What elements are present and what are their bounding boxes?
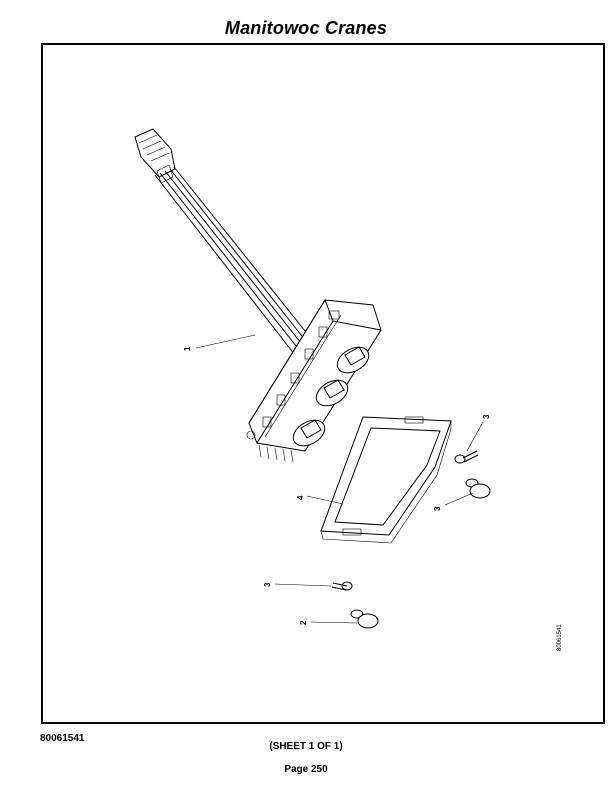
screw-upper bbox=[454, 450, 479, 464]
drawing-number: 80061541 bbox=[557, 624, 563, 651]
drawing-frame: 1 3 4 3 3 2 80061541 bbox=[41, 43, 605, 724]
control-panel-assembly bbox=[246, 299, 382, 463]
callout-3-lower: 3 bbox=[263, 582, 272, 587]
screw-lower bbox=[331, 581, 353, 591]
callout-3-top: 3 bbox=[482, 414, 491, 419]
cap-lower bbox=[350, 609, 379, 629]
harness-connector bbox=[134, 128, 176, 184]
page-title: Manitowoc Cranes bbox=[224, 18, 388, 38]
cap-upper bbox=[465, 478, 491, 499]
document-number: 80061541 bbox=[40, 733, 85, 744]
callout-3-right: 3 bbox=[433, 506, 442, 511]
callout-1: 1 bbox=[183, 346, 192, 351]
page-number: Page 250 bbox=[284, 764, 328, 775]
exploded-parts-diagram: 1 3 4 3 3 2 80061541 bbox=[134, 128, 563, 651]
control-knob bbox=[336, 346, 370, 374]
callout-4: 4 bbox=[296, 495, 305, 500]
wire-harness bbox=[154, 166, 314, 356]
bezel-frame bbox=[320, 416, 452, 544]
sheet-label: (SHEET 1 OF 1) bbox=[269, 741, 343, 752]
callout-2: 2 bbox=[299, 620, 308, 625]
control-knob bbox=[315, 379, 349, 407]
control-knob bbox=[292, 419, 326, 447]
